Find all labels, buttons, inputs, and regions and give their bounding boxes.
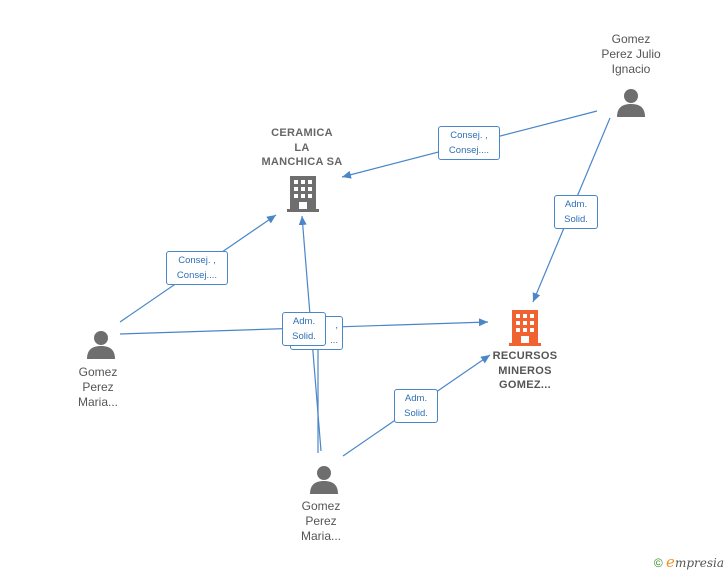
label-line: Perez Julio <box>601 47 661 61</box>
edge-label-line: Solid. <box>404 408 428 419</box>
edge-label-line: Solid. <box>564 214 588 225</box>
edge-label-line: Consej. , <box>450 130 488 141</box>
edge-label-line: Adm. <box>564 199 588 210</box>
label-line: MANCHICA SA <box>261 156 343 168</box>
label-line: Ignacio <box>611 62 651 76</box>
edge-label-line: Adm. <box>292 316 316 327</box>
person-icon[interactable] <box>309 465 339 495</box>
brand-initial: e <box>666 553 675 571</box>
edge-label-marialeft-ceramica[interactable]: Consej. , Consej.... <box>166 251 228 285</box>
copyright-icon: © <box>653 556 663 570</box>
brand-logo: empresia <box>666 553 724 571</box>
label-line: LA <box>294 141 310 154</box>
edge-label-mariabottom-recursos[interactable]: Adm. Solid. <box>394 389 438 423</box>
edge-label-line: Consej.... <box>448 145 490 156</box>
label-line: RECURSOS <box>492 350 558 362</box>
label-line: MINEROS <box>498 364 552 377</box>
label-line: Gomez <box>301 499 341 513</box>
label-line: Maria... <box>77 395 118 409</box>
edge-label-mariabottom-ceramica[interactable]: Adm. Solid. <box>282 312 326 346</box>
label-line: CERAMICA <box>271 127 333 139</box>
label-line: GOMEZ... <box>499 379 551 391</box>
person-icon[interactable] <box>616 88 646 118</box>
edge-label-julio-ceramica[interactable]: Consej. , Consej.... <box>438 126 500 160</box>
edge-label-line: ... <box>330 335 338 346</box>
edge-label-line: Solid. <box>292 331 316 342</box>
footer-brand[interactable]: © empresia <box>654 553 724 571</box>
label-line: Gomez <box>611 32 651 46</box>
label-line: Maria... <box>300 529 341 543</box>
company-label-ceramica[interactable]: CERAMICA LA MANCHICA SA <box>246 126 358 170</box>
company-label-recursos[interactable]: RECURSOS MINEROS GOMEZ... <box>470 349 580 393</box>
label-line: Perez <box>305 514 337 528</box>
building-icon[interactable] <box>287 176 319 212</box>
edge-label-line: Adm. <box>404 393 428 404</box>
edge-label-line: Consej. , <box>178 255 216 266</box>
edge-label-line: , <box>335 320 338 331</box>
brand-name: mpresia <box>674 556 724 570</box>
person-label-julio[interactable]: Gomez Perez Julio Ignacio <box>576 32 686 77</box>
label-line: Perez <box>82 380 114 394</box>
label-line: Gomez <box>78 365 118 379</box>
person-label-maria-left[interactable]: Gomez Perez Maria... <box>58 365 138 410</box>
person-icon[interactable] <box>86 330 116 360</box>
edge-label-line: Consej.... <box>176 270 218 281</box>
building-icon[interactable] <box>509 310 541 346</box>
edge-label-julio-recursos[interactable]: Adm. Solid. <box>554 195 598 229</box>
person-label-maria-bottom[interactable]: Gomez Perez Maria... <box>281 499 361 544</box>
